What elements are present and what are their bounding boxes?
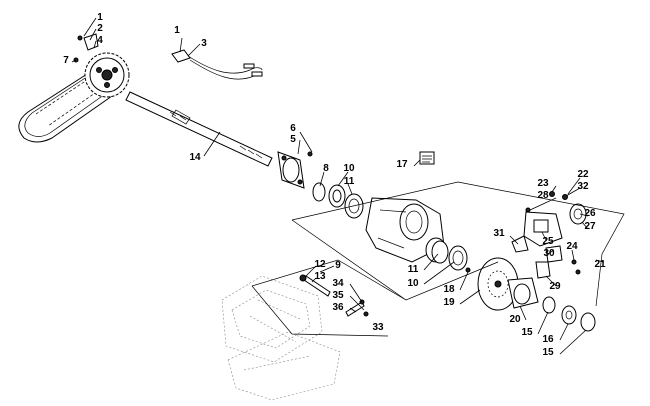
callout-c24: 24 [566, 241, 578, 252]
sprocket [84, 52, 130, 98]
callout-c33: 33 [372, 322, 384, 333]
callout-c31: 31 [493, 228, 505, 239]
callout-c6: 6 [290, 123, 296, 134]
speed-sensor-wire [171, 49, 263, 80]
callout-c22: 22 [577, 169, 589, 180]
callout-c34: 34 [332, 278, 344, 289]
callout-c28: 28 [537, 190, 549, 201]
callout-c15a: 15 [521, 327, 533, 338]
callout-c7: 7 [63, 55, 69, 66]
wheel-spindle [507, 277, 596, 332]
callout-c32: 32 [577, 181, 589, 192]
callout-c14: 14 [189, 152, 201, 163]
callout-c1a: 1 [97, 12, 103, 23]
brake-caliper [511, 191, 587, 279]
callout-c29: 29 [549, 281, 561, 292]
callout-c4: 4 [97, 35, 103, 46]
callout-c13: 13 [314, 271, 326, 282]
callout-c2: 2 [97, 23, 103, 34]
axle-shaft [125, 91, 273, 167]
callout-c36: 36 [332, 302, 344, 313]
bearing-seal-set-left [312, 182, 364, 219]
hub-flange [277, 151, 313, 189]
callout-c17: 17 [396, 159, 408, 170]
callout-c11b: 11 [408, 264, 419, 275]
callout-c5: 5 [290, 134, 296, 145]
callout-c15b: 15 [542, 347, 554, 358]
callout-c27: 27 [584, 221, 596, 232]
callout-c25: 25 [542, 236, 554, 247]
callout-c9: 9 [335, 260, 341, 271]
callout-c20: 20 [509, 314, 521, 325]
brake-disc [477, 257, 519, 311]
callout-c23: 23 [537, 178, 549, 189]
callout-c19: 19 [443, 297, 455, 308]
callout-c8: 8 [323, 163, 329, 174]
callout-c3: 3 [201, 38, 207, 49]
frame-outline [221, 275, 341, 401]
callout-c16: 16 [542, 334, 554, 345]
decal-label [419, 151, 435, 165]
callout-c18: 18 [443, 284, 455, 295]
callout-c26: 26 [584, 208, 596, 219]
callout-c10b: 10 [407, 278, 419, 289]
callout-c1b: 1 [174, 25, 180, 36]
callout-c12: 12 [314, 259, 326, 270]
group-brackets [251, 181, 625, 337]
bearing-seal-set-right [431, 240, 471, 273]
callout-c30: 30 [543, 248, 555, 259]
callout-c35: 35 [332, 290, 344, 301]
leader-lines [71, 17, 589, 355]
callout-c11a: 11 [344, 176, 355, 187]
callout-c21: 21 [594, 259, 606, 270]
callout-c10a: 10 [343, 163, 355, 174]
